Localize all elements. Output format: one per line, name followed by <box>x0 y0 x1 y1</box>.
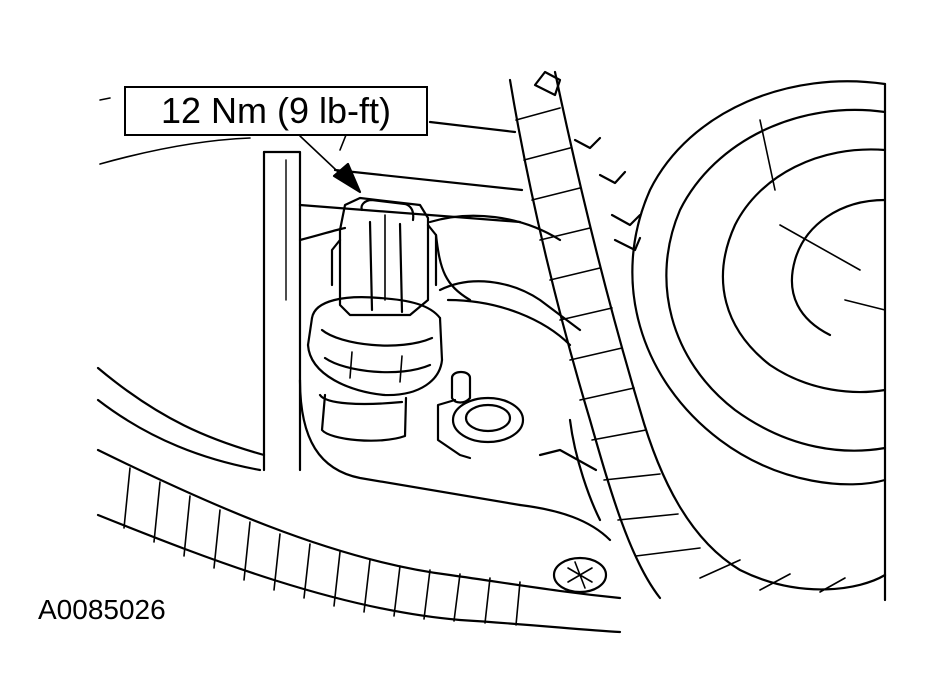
torque-callout: 12 Nm (9 lb-ft) <box>124 86 428 136</box>
bolt-icon <box>436 370 608 594</box>
pressure-switch-icon <box>306 296 444 442</box>
pulley-icon <box>631 80 887 602</box>
arrow-icon <box>299 134 362 194</box>
wiring-harness-icon <box>96 70 887 634</box>
electrical-connector-icon <box>330 196 438 317</box>
mounting-bracket-icon <box>96 97 612 542</box>
figure-id-label: A0085026 <box>38 594 166 625</box>
